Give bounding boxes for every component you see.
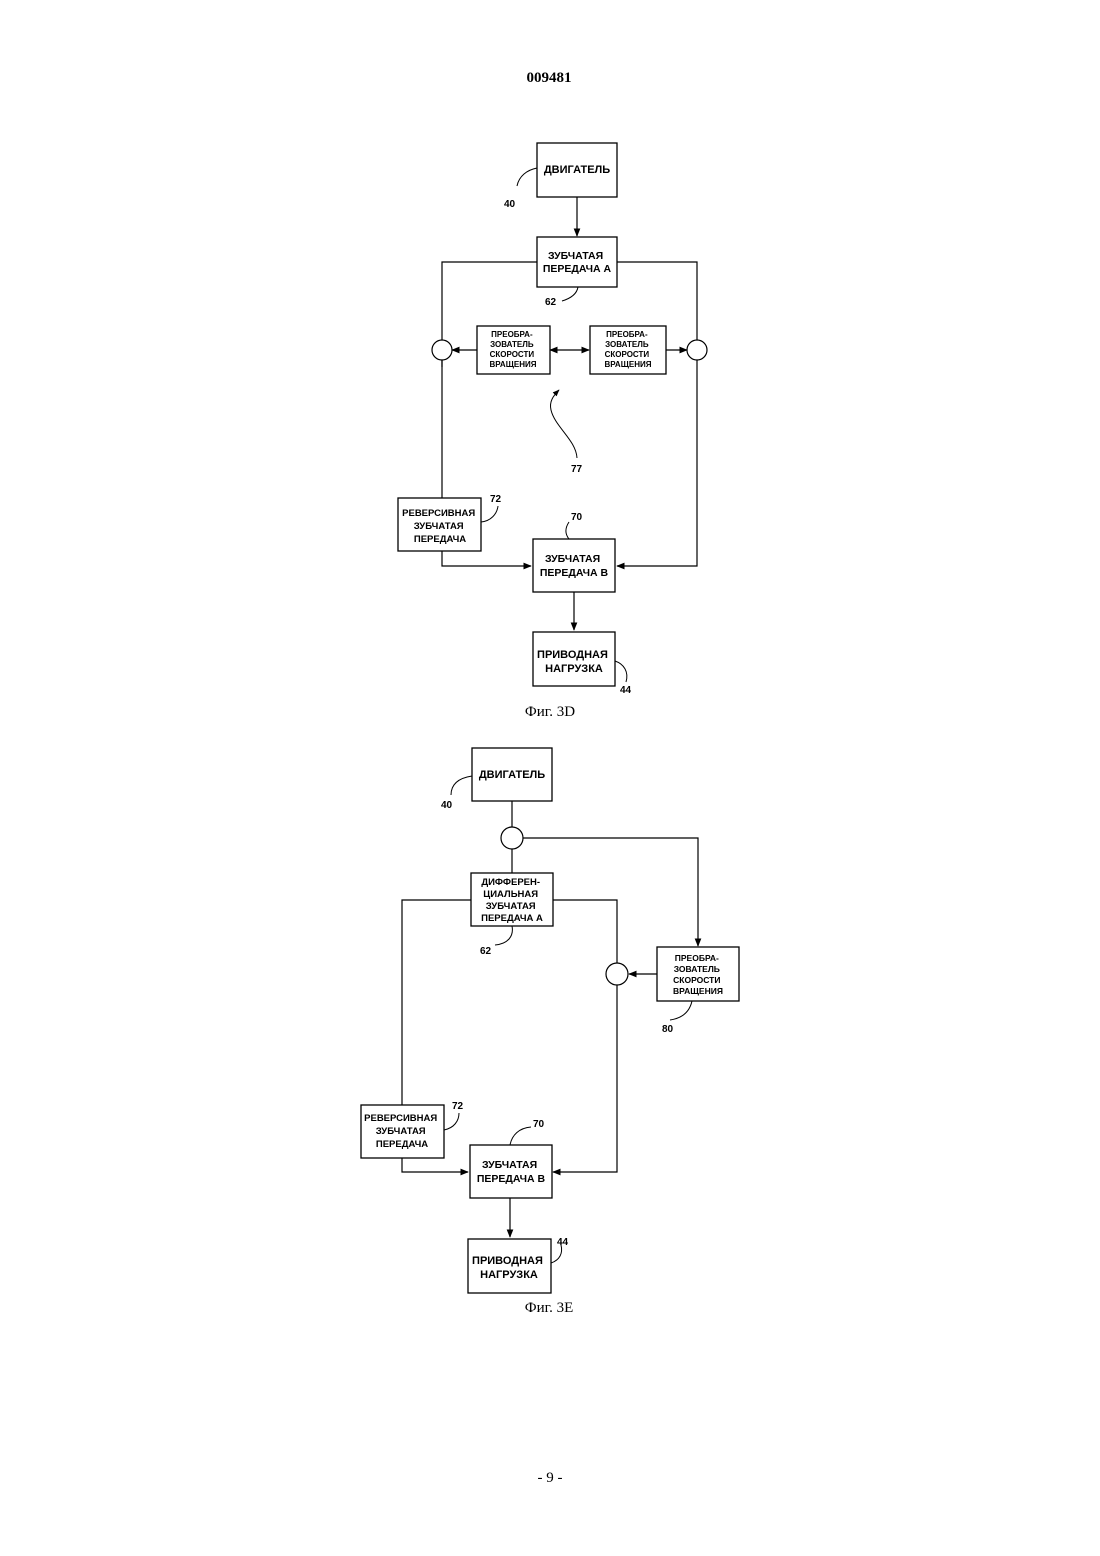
- ref-drive-load: 44: [620, 685, 632, 696]
- summing-node-left: [432, 340, 452, 360]
- summing-node-top: [501, 827, 523, 849]
- ref-diff-gear-a: 62: [480, 946, 492, 957]
- leader-diff-gear-a: [495, 926, 512, 945]
- wire-reverse-to-gear-b: [442, 551, 531, 566]
- engine-label: ДВИГАТЕЛЬ: [544, 164, 610, 176]
- summing-node-right: [687, 340, 707, 360]
- figure-3d: ДВИГАТЕЛЬ ЗУБЧАТАЯ ПЕРЕДАЧА А ПРЕОБРА- З…: [398, 143, 707, 720]
- gear-b-box: [470, 1145, 552, 1198]
- ref-gear-a: 62: [545, 297, 557, 308]
- ref-gear-b: 70: [571, 512, 583, 523]
- leader-converter: [670, 1001, 692, 1020]
- wire-diff-gear-right-branch: [553, 900, 617, 963]
- ref-reverse-gear: 72: [490, 494, 502, 505]
- gear-a-label: ЗУБЧАТАЯ ПЕРЕДАЧА А: [543, 250, 612, 275]
- leader-engine: [451, 776, 472, 795]
- leader-reverse-gear: [444, 1113, 459, 1130]
- gear-a-box: [537, 237, 617, 287]
- figure-3e: ДВИГАТЕЛЬ ДИФФЕРЕН- ЦИАЛЬНАЯ ЗУБЧАТАЯ ПЕ…: [361, 748, 739, 1316]
- wire-node-to-gear-b: [553, 985, 617, 1172]
- ref-engine: 40: [504, 199, 516, 210]
- ref-reverse-gear: 72: [452, 1101, 464, 1112]
- speed-converter-right-label: ПРЕОБРА- ЗОВАТЕЛЬ СКОРОСТИ ВРАЩЕНИЯ: [605, 330, 652, 369]
- ref-converter: 80: [662, 1024, 674, 1035]
- gear-b-box: [533, 539, 615, 592]
- wire-right-node-to-gear-b: [617, 360, 697, 566]
- leader-gear-b: [510, 1127, 531, 1145]
- page-number: - 9 -: [538, 1470, 563, 1486]
- leader-engine: [517, 168, 537, 186]
- patent-number: 009481: [527, 70, 572, 86]
- diff-gear-a-label: ДИФФЕРЕН- ЦИАЛЬНАЯ ЗУБЧАТАЯ ПЕРЕДАЧА А: [481, 877, 543, 924]
- ref-engine: 40: [441, 800, 453, 811]
- leader-reverse-gear: [481, 506, 498, 522]
- wire-diff-gear-left-branch: [402, 900, 471, 1105]
- summing-node-right: [606, 963, 628, 985]
- figure-3d-caption: Фиг. 3D: [525, 704, 575, 720]
- figure-3e-caption: Фиг. 3E: [525, 1300, 574, 1316]
- ref-gear-b: 70: [533, 1119, 545, 1130]
- ref-converter-group: 77: [571, 464, 583, 475]
- engine-label: ДВИГАТЕЛЬ: [479, 769, 545, 781]
- wire-reverse-to-gear-b: [402, 1158, 468, 1172]
- speed-converter-left-label: ПРЕОБРА- ЗОВАТЕЛЬ СКОРОСТИ ВРАЩЕНИЯ: [490, 330, 537, 369]
- leader-converter-group: [550, 390, 577, 458]
- leader-gear-a: [562, 287, 578, 301]
- speed-converter-label: ПРЕОБРА- ЗОВАТЕЛЬ СКОРОСТИ ВРАЩЕНИЯ: [673, 953, 723, 996]
- leader-drive-load: [615, 661, 627, 682]
- leader-gear-b: [566, 522, 569, 539]
- ref-drive-load: 44: [557, 1237, 569, 1248]
